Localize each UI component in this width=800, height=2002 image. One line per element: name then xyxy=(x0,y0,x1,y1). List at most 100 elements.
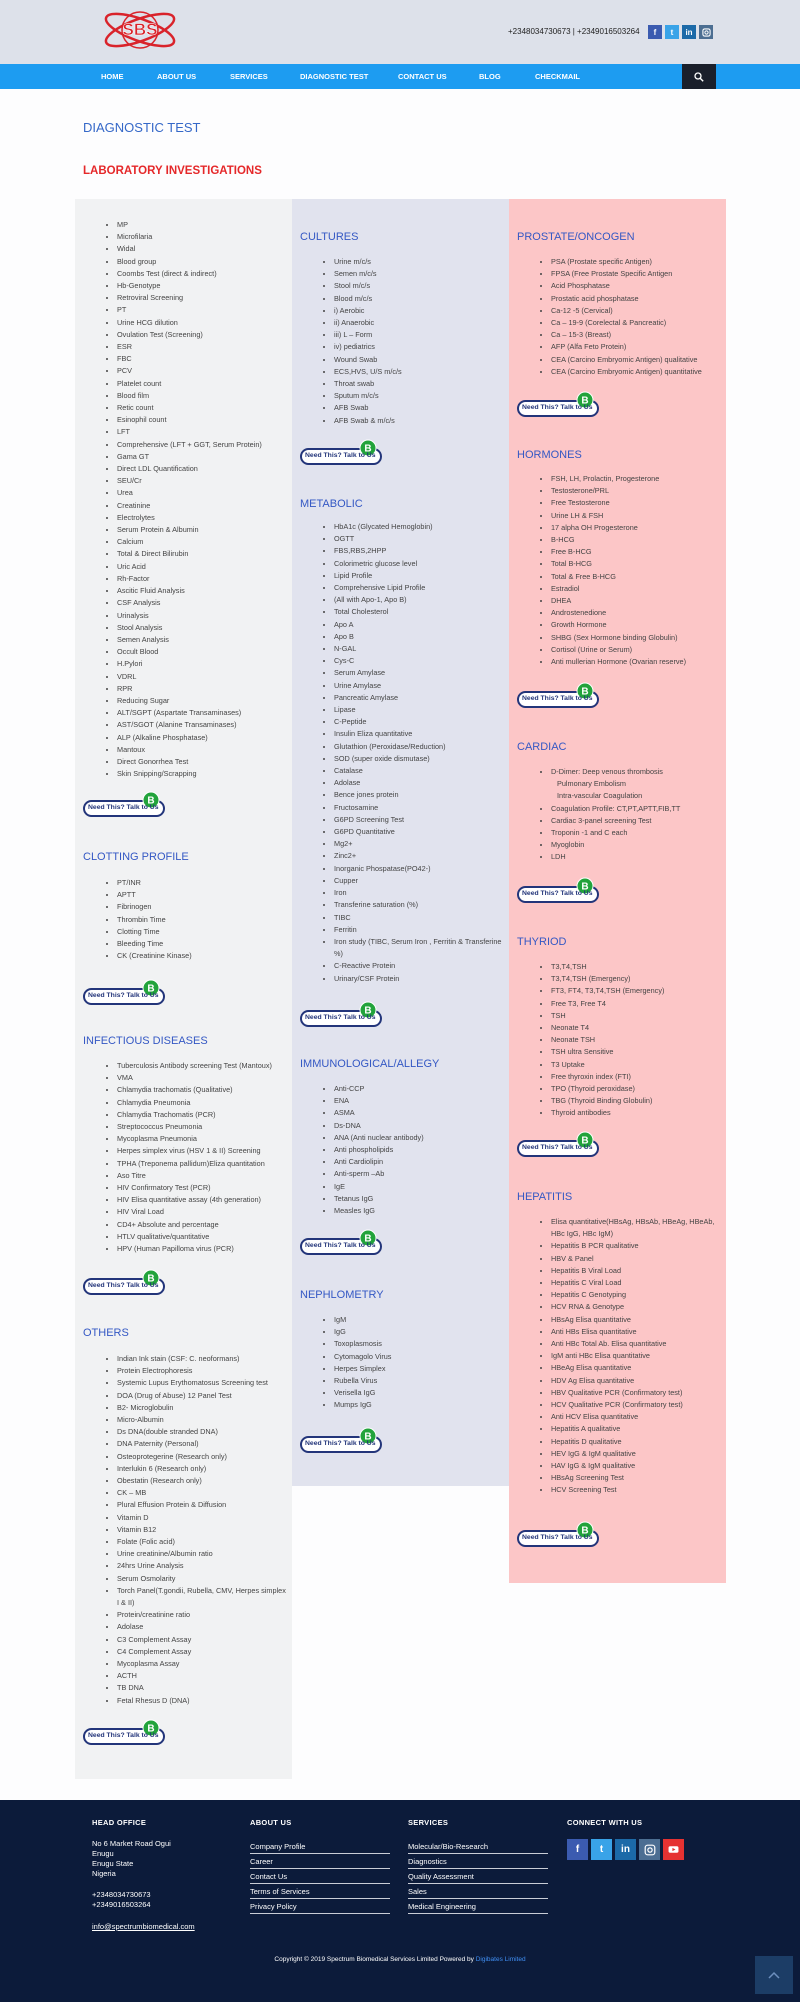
list-item: C4 Complement Assay xyxy=(117,1646,289,1658)
list-item: HPV (Human Papilloma virus (PCR) xyxy=(117,1243,289,1255)
list-item: Total & Direct Bilirubin xyxy=(117,548,289,560)
nav-about[interactable]: ABOUT US xyxy=(157,72,197,81)
header-social-links: f t in xyxy=(648,25,713,39)
footer-heading: HEAD OFFICE xyxy=(92,1818,147,1827)
company-logo[interactable]: SBS xyxy=(100,2,180,58)
nav-diagnostic-test[interactable]: DIAGNOSTIC TEST xyxy=(300,72,369,81)
list-item: Torch Panel(T.gondii, Rubella, CMV, Herp… xyxy=(117,1585,289,1609)
section-heading: PROSTATE/ONCOGEN xyxy=(517,231,635,243)
footer-link-company-profile[interactable]: Company Profile xyxy=(250,1839,390,1854)
immunological-list: Anti-CCPENAASMADs-DNAANA (Anti nuclear a… xyxy=(334,1083,506,1217)
list-item: Pancreatic Amylase xyxy=(334,692,506,704)
footer-link-sales[interactable]: Sales xyxy=(408,1884,548,1899)
list-item: CEA (Carcino Embryomic Antigen) qualitat… xyxy=(551,354,723,366)
footer-link-terms[interactable]: Terms of Services xyxy=(250,1884,390,1899)
page-title: DIAGNOSTIC TEST xyxy=(83,120,201,135)
list-item: HTLV qualitative/quantitative xyxy=(117,1231,289,1243)
footer-about: ABOUT US Company Profile Career Contact … xyxy=(250,1818,390,1914)
list-item: Ds DNA(double stranded DNA) xyxy=(117,1426,289,1438)
list-item: Esinophil count xyxy=(117,414,289,426)
nav-contact[interactable]: CONTACT US xyxy=(398,72,447,81)
list-item: HCV RNA & Genotype xyxy=(551,1301,723,1313)
list-item: Direct LDL Quantification xyxy=(117,463,289,475)
powered-by-link[interactable]: Digibates Limited xyxy=(475,1956,526,1963)
list-item: Neonate T4 xyxy=(551,1022,723,1034)
linkedin-icon[interactable]: in xyxy=(615,1839,636,1860)
list-item: Blood group xyxy=(117,256,289,268)
list-item: Creatinine xyxy=(117,500,289,512)
facebook-icon[interactable]: f xyxy=(648,25,662,39)
list-item: DNA Paternity (Personal) xyxy=(117,1438,289,1450)
list-item: Urine m/c/s xyxy=(334,256,506,268)
list-item: DOA (Drug of Abuse) 12 Panel Test xyxy=(117,1390,289,1402)
nav-checkmail[interactable]: CHECKMAIL xyxy=(535,72,580,81)
list-item: C-Reactive Protein xyxy=(334,960,506,972)
youtube-icon[interactable] xyxy=(663,1839,684,1860)
list-item: Platelet count xyxy=(117,378,289,390)
footer-link-molecular[interactable]: Molecular/Bio-Research xyxy=(408,1839,548,1854)
list-item: ECS,HVS, U/S m/c/s xyxy=(334,366,506,378)
cta-label: Need This? Talk to Us xyxy=(88,1282,159,1289)
chevron-up-icon xyxy=(768,1971,780,1979)
clotting-list: PT/INRAPTTFibrinogenThrombin TimeClottin… xyxy=(117,877,289,962)
linkedin-icon[interactable]: in xyxy=(682,25,696,39)
nav-blog[interactable]: BLOG xyxy=(479,72,501,81)
list-item: 17 alpha OH Progesterone xyxy=(551,522,723,534)
list-item: FT3, FT4, T3,T4,TSH (Emergency) xyxy=(551,985,723,997)
footer-link-diagnostics[interactable]: Diagnostics xyxy=(408,1854,548,1869)
list-item: HEV IgG & IgM qualitative xyxy=(551,1448,723,1460)
list-item: TSH ultra Sensitive xyxy=(551,1046,723,1058)
list-item: Interlukin 6 (Research only) xyxy=(117,1463,289,1475)
twitter-icon[interactable]: t xyxy=(591,1839,612,1860)
list-item: Mycoplasma Pneumonia xyxy=(117,1133,289,1145)
list-item: HIV Confirmatory Test (PCR) xyxy=(117,1182,289,1194)
list-item: (All with Apo-1, Apo B) xyxy=(334,594,506,606)
search-button[interactable] xyxy=(682,64,716,89)
list-item: Micro-Albumin xyxy=(117,1414,289,1426)
cta-label: Need This? Talk to Us xyxy=(522,404,593,411)
list-item: Pulmonary Embolism xyxy=(557,779,626,789)
footer-link-engineering[interactable]: Medical Engineering xyxy=(408,1899,548,1914)
list-item: Hepatitis B Viral Load xyxy=(551,1265,723,1277)
nav-home[interactable]: HOME xyxy=(101,72,124,81)
list-item: Intra-vascular Coagulation xyxy=(557,791,643,801)
footer-link-privacy[interactable]: Privacy Policy xyxy=(250,1899,390,1914)
list-item: Verisella IgG xyxy=(334,1387,506,1399)
back-to-top-button[interactable] xyxy=(755,1956,793,1994)
footer-link-career[interactable]: Career xyxy=(250,1854,390,1869)
list-item: Ca – 15-3 (Breast) xyxy=(551,329,723,341)
facebook-icon[interactable]: f xyxy=(567,1839,588,1860)
twitter-icon[interactable]: t xyxy=(665,25,679,39)
list-item: TPHA (Treponema pallidum)Eliza quantitat… xyxy=(117,1158,289,1170)
list-item: G6PD Screening Test xyxy=(334,814,506,826)
footer-link-contact[interactable]: Contact Us xyxy=(250,1869,390,1884)
cta-label: Need This? Talk to Us xyxy=(88,804,159,811)
footer-link-quality[interactable]: Quality Assessment xyxy=(408,1869,548,1884)
list-item: Comprehensive (LFT + GGT, Serum Protein) xyxy=(117,439,289,451)
list-item: HBsAg Screening Test xyxy=(551,1472,723,1484)
list-item: Ca – 19-9 (Corelectal & Pancreatic) xyxy=(551,317,723,329)
list-item: Hepatitis D qualitative xyxy=(551,1436,723,1448)
instagram-icon[interactable] xyxy=(699,25,713,39)
instagram-icon[interactable] xyxy=(639,1839,660,1860)
list-item: Chlamydia trachomatis (Qualitative) xyxy=(117,1084,289,1096)
list-item: CK – MB xyxy=(117,1487,289,1499)
nav-services[interactable]: SERVICES xyxy=(230,72,268,81)
list-item: Total & Free B-HCG xyxy=(551,571,723,583)
email-link[interactable]: info@spectrumbiomedical.com xyxy=(92,1922,195,1931)
list-item: Blood film xyxy=(117,390,289,402)
svg-text:B: B xyxy=(147,1274,154,1285)
